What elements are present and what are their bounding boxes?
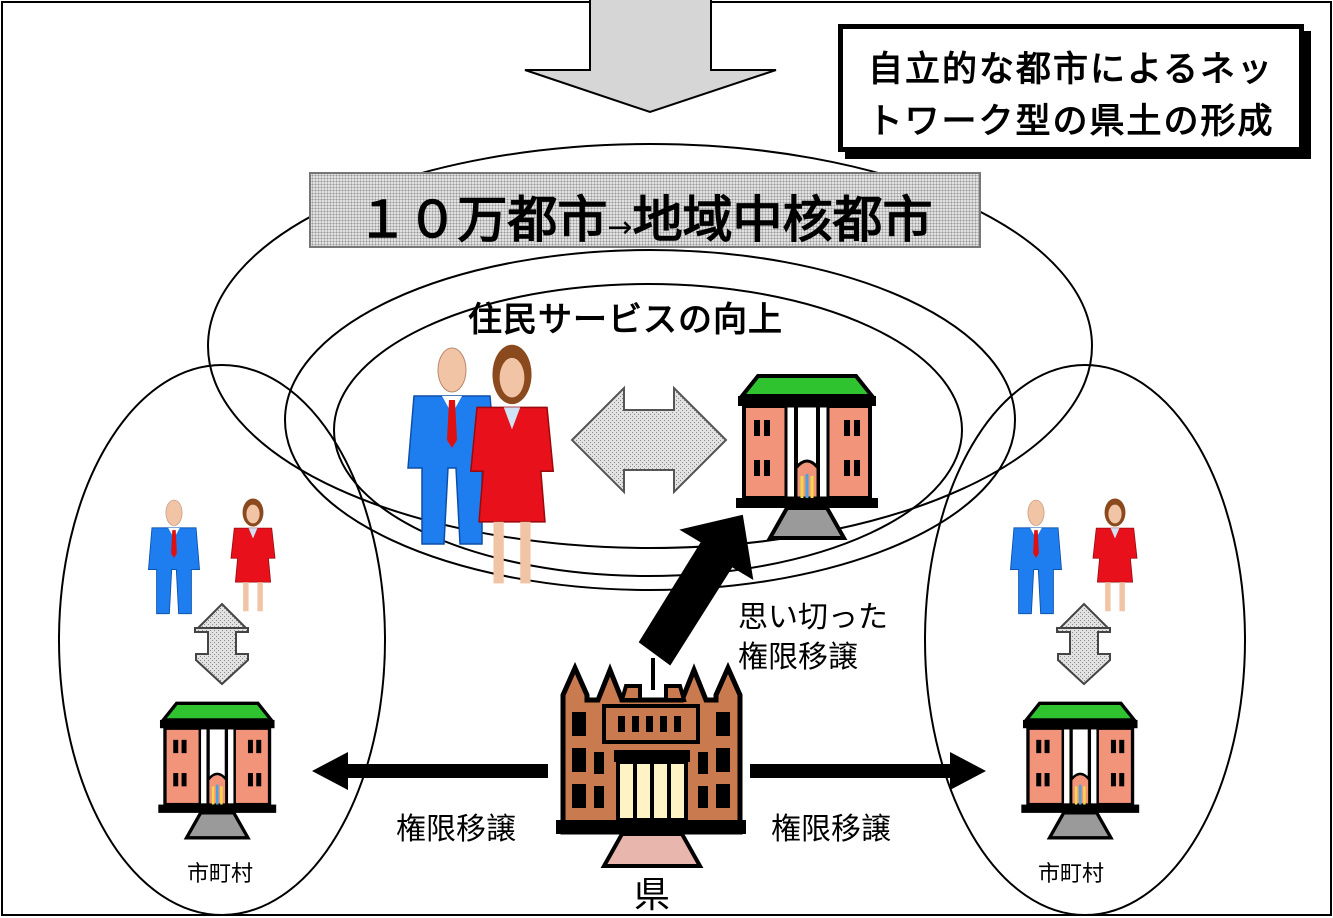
city-banner: １０万都市→地域中核都市 [309, 172, 981, 249]
service-double-arrow [570, 385, 728, 495]
right-woman-figure [1092, 498, 1138, 612]
left-transfer-label: 権限移譲 [396, 812, 516, 847]
middle-city-ellipse [284, 249, 1016, 591]
prefecture-label: 県 [634, 875, 671, 916]
right-vertical-arrow [1056, 627, 1111, 686]
left-woman-figure [230, 498, 276, 612]
banner-arrow: → [607, 210, 633, 245]
right-municipality-label: 市町村 [1038, 862, 1105, 887]
right-man-figure [1010, 499, 1062, 615]
top-down-arrow [524, 0, 777, 114]
left-municipal-building [156, 701, 278, 840]
city-hall-building [734, 374, 880, 540]
left-municipality-ellipse [58, 364, 386, 916]
major-transfer-label-1: 思い切った [738, 600, 888, 635]
left-man-figure [148, 499, 200, 615]
inner-city-ellipse [333, 283, 963, 577]
left-transfer-arrow [312, 752, 548, 790]
goal-line-2: トワーク型の県土の形成 [867, 102, 1275, 142]
left-vertical-arrow [194, 627, 249, 686]
right-municipal-building [1019, 701, 1141, 840]
banner-suffix: 地域中核都市 [632, 191, 933, 249]
right-transfer-label: 権限移譲 [771, 812, 891, 847]
prefecture-building [556, 658, 746, 868]
right-municipality-ellipse [924, 364, 1246, 916]
woman-figure [469, 343, 555, 585]
banner-prefix: １０万都市 [357, 191, 608, 249]
outer-city-ellipse [207, 143, 1093, 549]
right-transfer-arrow [750, 752, 986, 790]
major-transfer-arrow [638, 514, 754, 666]
major-transfer-label-2: 権限移譲 [738, 640, 858, 675]
banner-text: １０万都市→地域中核都市 [311, 180, 979, 252]
service-caption: 住民サービスの向上 [468, 300, 783, 340]
goal-box: 自立的な都市によるネッ トワーク型の県土の形成 [838, 24, 1304, 152]
goal-line-1: 自立的な都市によるネッ [868, 50, 1274, 90]
left-municipality-label: 市町村 [187, 862, 254, 887]
